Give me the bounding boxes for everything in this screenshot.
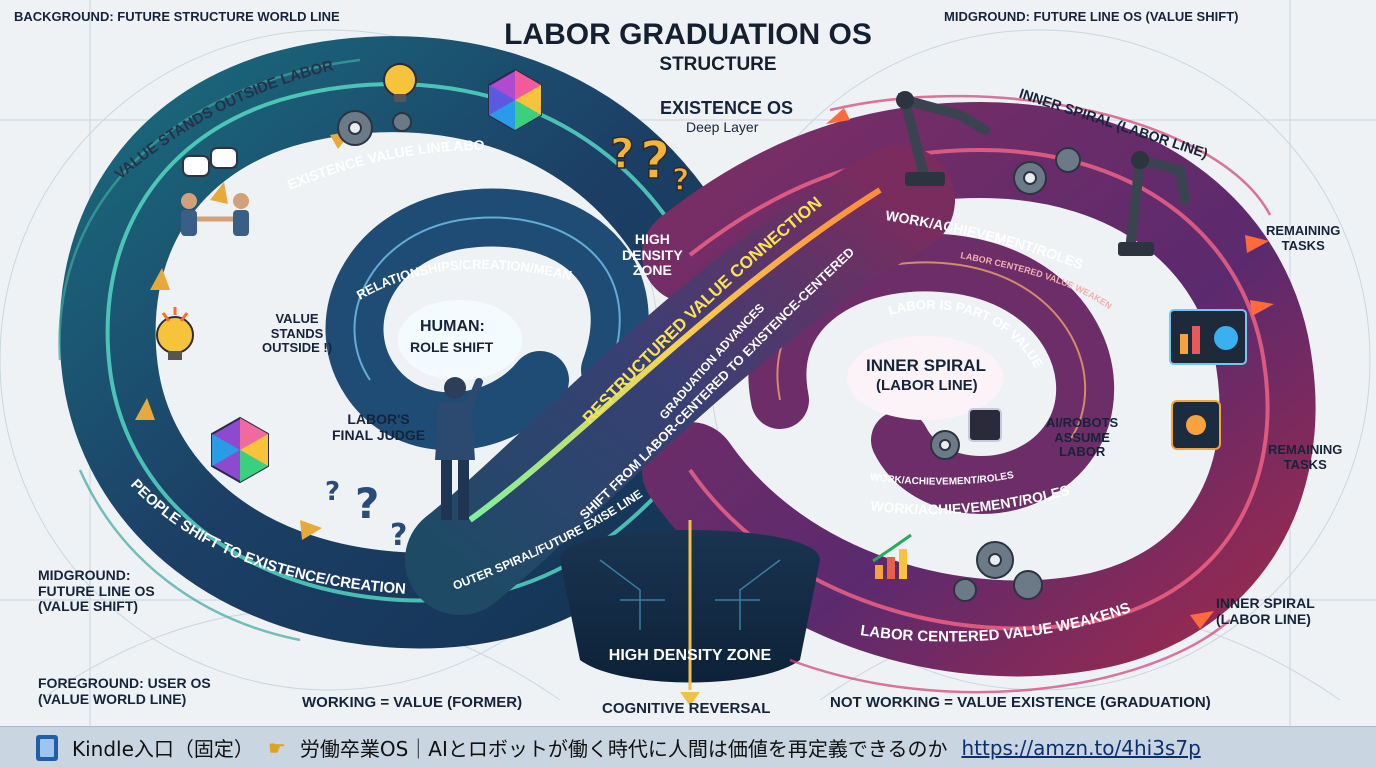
infinity-spiral-graphic: ? ? ? ? ? ? (0, 0, 1376, 726)
amazon-link[interactable]: https://amzn.to/4hi3s7p (961, 735, 1201, 760)
band-high-density-zone: HIGH DENSITY ZONE (609, 647, 772, 664)
value-stands-outside-label: VALUE STANDS OUTSIDE !) (262, 311, 333, 356)
cognitive-reversal-label: COGNITIVE REVERSAL (602, 700, 771, 717)
lightbulb-gear-icon (383, 63, 417, 102)
restructured-glow-line (468, 187, 882, 523)
midground-top-label: MIDGROUND: FUTURE LINE OS (VALUE SHIFT) (944, 9, 1239, 24)
robot-base-icon (896, 91, 1154, 256)
diagram-canvas: ? ? ? ? ? ? (0, 0, 1376, 726)
svg-text:?: ? (390, 518, 407, 553)
prism-hexagon-icon (488, 68, 542, 132)
question-marks-icon: ? ? ? ? ? ? (325, 128, 690, 553)
page-subtitle: STRUCTURE (659, 54, 777, 75)
labors-final-judge-label: LABOR'S FINAL JUDGE (332, 411, 426, 443)
chat-bubbles-icon (182, 147, 238, 177)
high-density-zone-small-label: HIGH DENSITY ZONE (622, 231, 683, 279)
cognitive-axis-arrow (680, 692, 700, 706)
not-working-label: NOT WORKING = VALUE EXISTENCE (GRADUATIO… (830, 694, 1211, 711)
human-label: HUMAN: (420, 318, 485, 335)
thinking-person-icon (435, 377, 483, 520)
book-title: 労働卒業OS｜AIとロボットが働く時代に人間は価値を再定義できるのか (299, 737, 948, 761)
orbit-lines-left (58, 58, 361, 642)
ai-robots-label: AI/ROBOTS ASSUME LABOR (1046, 415, 1119, 460)
band-existence-value-line: EXISTENCE VALUE LINE (285, 138, 451, 193)
inner-spiral-bottom-label: INNER SPIRAL (LABOR LINE) (1216, 595, 1315, 627)
foreground-label: FOREGROUND: USER OS (VALUE WORLD LINE) (38, 675, 211, 707)
prism-hexagon-icon (211, 416, 269, 484)
circuit-traces (599, 559, 781, 630)
pointing-hand-icon: ☛ (267, 735, 286, 760)
robot-arm-icon (898, 92, 1190, 255)
deep-layer-label: Deep Layer (686, 119, 759, 135)
remaining-tasks-label-1: REMAINING TASKS (1266, 223, 1341, 253)
lightbulb-gear-icon (156, 307, 194, 360)
left-inner-glow (353, 216, 621, 381)
inner-spiral-disc (847, 336, 1003, 420)
remaining-tasks-label-2: REMAINING TASKS (1268, 442, 1343, 472)
page-title: LABOR GRADUATION OS (504, 18, 872, 51)
svg-text:?: ? (640, 131, 670, 191)
working-value-label: WORKING = VALUE (FORMER) (302, 694, 523, 711)
midground-left-label: MIDGROUND: FUTURE LINE OS (VALUE SHIFT) (38, 567, 155, 615)
chip-icon (968, 408, 1002, 442)
footer-bar: Kindle入口（固定） ☛ 労働卒業OS｜AIとロボットが働く時代に人間は価値… (0, 726, 1376, 768)
inner-spiral-center-sub-label: (LABOR LINE) (876, 377, 978, 394)
flow-arrows-right (826, 108, 1274, 629)
svg-text:?: ? (610, 129, 634, 178)
svg-text:?: ? (672, 163, 689, 198)
kindle-entry-label: Kindle入口（固定） (72, 737, 254, 761)
background-label: BACKGROUND: FUTURE STRUCTURE WORLD LINE (14, 9, 340, 24)
book-icon (36, 734, 58, 761)
human-center-disc (398, 300, 522, 380)
chip-icon (1171, 400, 1221, 450)
monitor-chart-icon (1169, 309, 1247, 365)
svg-text:?: ? (355, 479, 379, 528)
crossing-band (405, 145, 955, 615)
inner-spiral-center-label: INNER SPIRAL (866, 356, 986, 375)
flow-arrows-left (135, 131, 352, 540)
gear-icon (337, 110, 1081, 602)
bar-chart-icon (872, 533, 912, 579)
handshake-people-icon (181, 193, 249, 236)
existence-os-label: EXISTENCE OS (660, 98, 794, 118)
svg-text:?: ? (325, 477, 340, 507)
role-shift-label: ROLE SHIFT (410, 339, 494, 355)
